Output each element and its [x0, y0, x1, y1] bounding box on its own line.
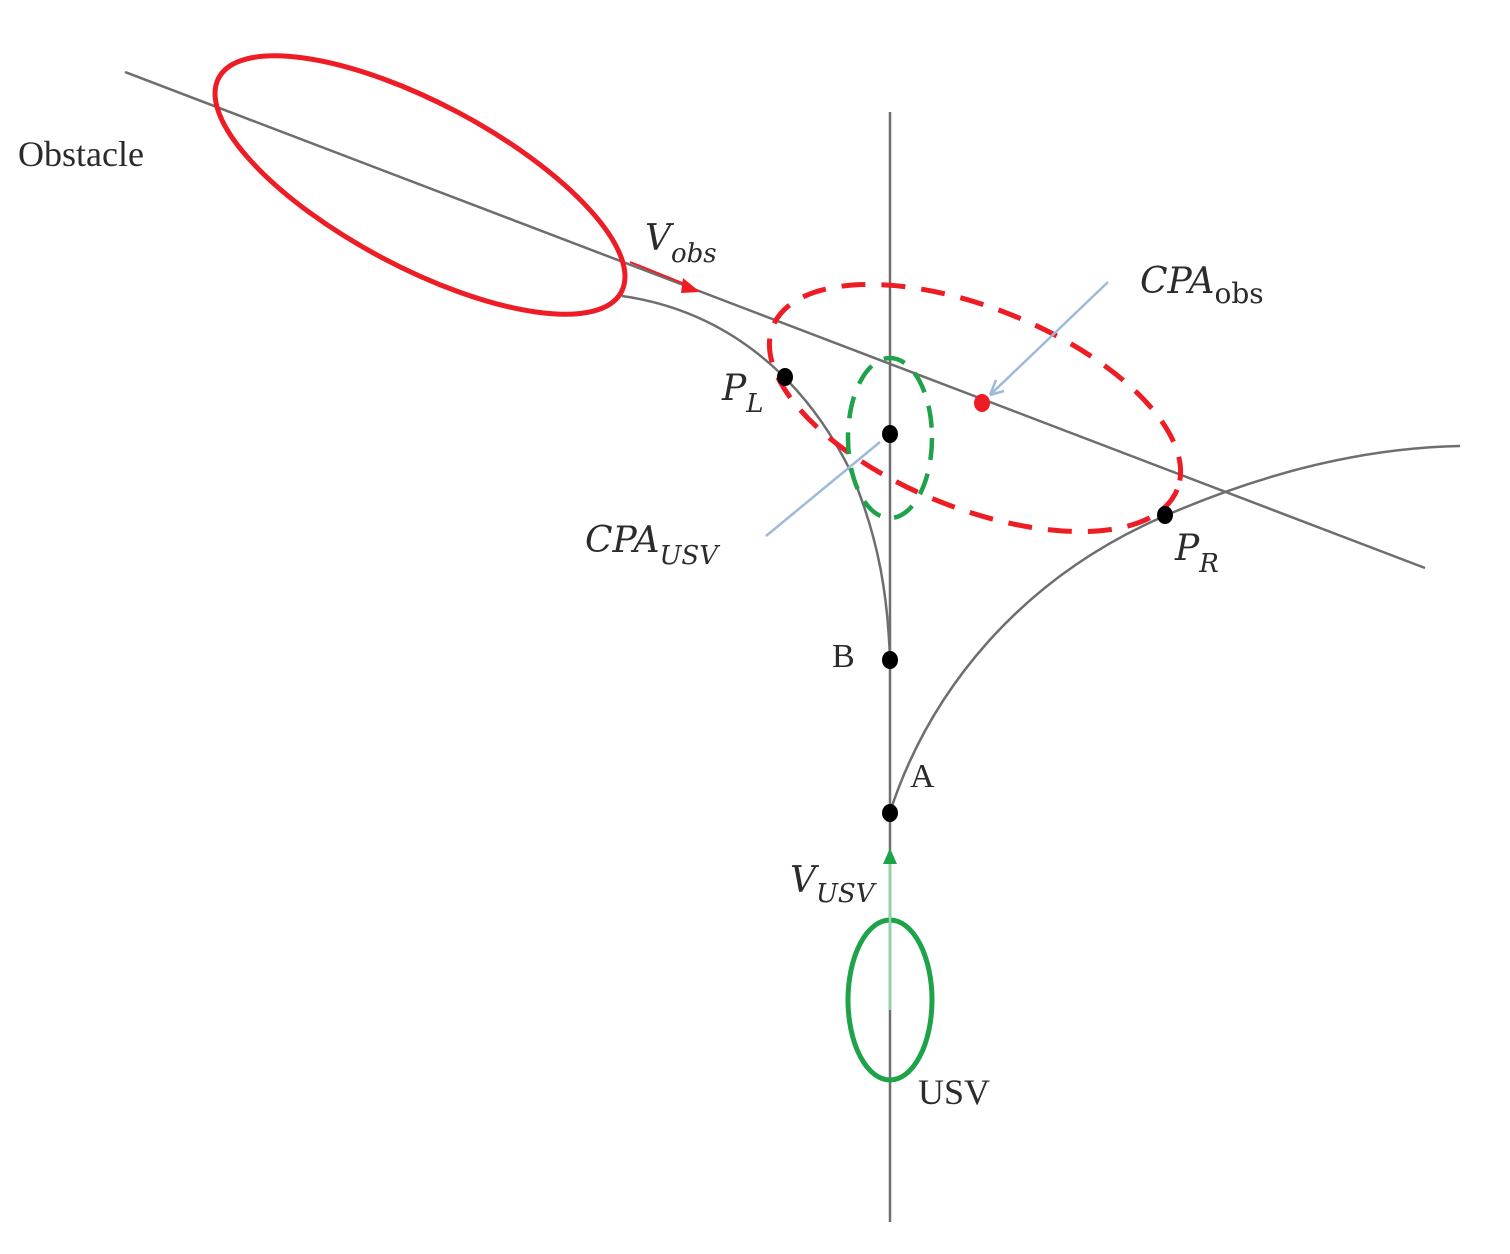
cpa-obs-label: CPAobs [1140, 261, 1264, 310]
point-b-label: B [832, 638, 855, 675]
point-p-r [1157, 506, 1173, 524]
point-b [882, 651, 898, 669]
cpa-usv-pointer-line [765, 441, 881, 537]
p-r-label: PR [1174, 528, 1219, 579]
v-usv-label: VUSV [790, 860, 877, 909]
point-cpa-obs [974, 394, 990, 412]
usv-velocity-arrow-icon [883, 848, 897, 864]
usv-label: USV [918, 1072, 990, 1112]
p-l-label: PL [721, 368, 764, 419]
cpa-obstacle-domain-ellipse [766, 281, 1184, 535]
point-p-l [777, 368, 793, 386]
point-a [882, 804, 898, 822]
obstacle-label: Obstacle [18, 134, 144, 174]
cpa-obs-pointer-line [989, 281, 1109, 396]
point-a-label: A [910, 758, 935, 795]
cpa-usv-label: CPAUSV [585, 520, 720, 571]
point-cpa-usv [882, 425, 898, 443]
obstacle-velocity-arrow-icon [681, 278, 700, 293]
right-avoidance-curve [888, 444, 1461, 813]
left-avoidance-curve [621, 294, 892, 661]
obstacle-ellipse [212, 53, 628, 317]
v-obs-label: Vobs [645, 218, 717, 269]
cpa-usv-domain-ellipse [845, 355, 935, 521]
